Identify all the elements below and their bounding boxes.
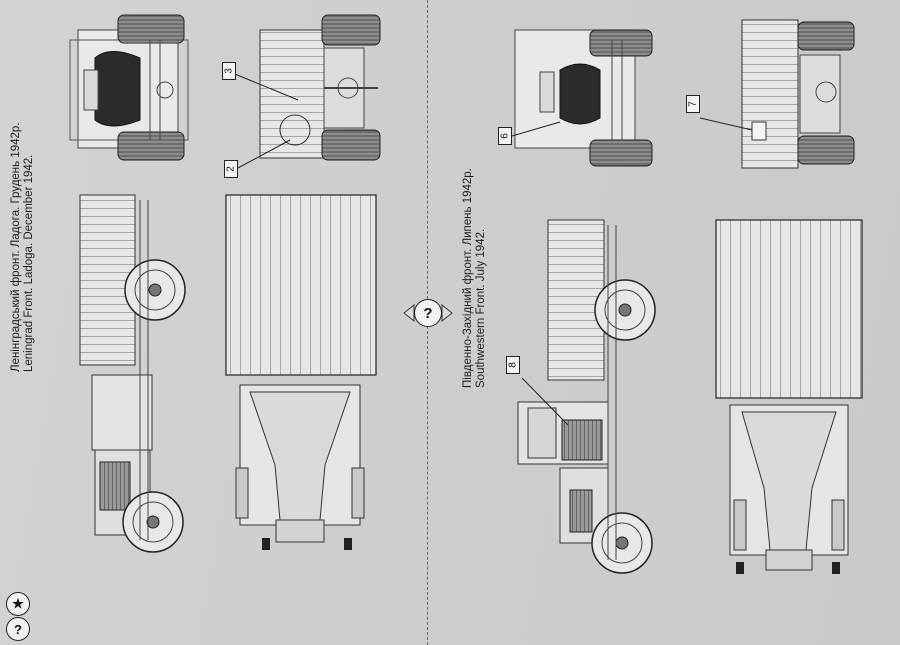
callout-3: 3 xyxy=(222,62,236,80)
question-icon: ? xyxy=(414,299,442,327)
callout-6: 6 xyxy=(498,127,512,145)
left-caption-en: Leningrad Front. Ladoga. December 1942. xyxy=(23,154,35,372)
callout-2: 2 xyxy=(224,160,238,178)
right-top-view xyxy=(715,219,863,574)
right-rear-view xyxy=(699,19,855,169)
left-top-view xyxy=(225,194,377,550)
left-caption-ua: Ленінградський фронт. Ладога. Грудень 19… xyxy=(10,122,22,372)
left-front-view xyxy=(69,14,189,161)
right-front-view xyxy=(511,29,653,167)
right-caption: Південно-Західний фронт. Липень 1942р. S… xyxy=(462,168,488,388)
question-icon: ? xyxy=(6,617,30,641)
right-side-view xyxy=(517,219,656,574)
left-caption: Ленінградський фронт. Ладога. Грудень 19… xyxy=(10,122,36,372)
callout-7: 7 xyxy=(686,95,700,113)
left-rear-view xyxy=(229,14,381,169)
right-caption-en: Southwestern Front. July 1942. xyxy=(475,228,487,388)
left-side-view xyxy=(79,194,186,553)
right-caption-ua: Південно-Західний фронт. Липень 1942р. xyxy=(462,168,474,388)
callout-8: 8 xyxy=(506,356,520,374)
star-icon: ★ xyxy=(6,592,30,616)
